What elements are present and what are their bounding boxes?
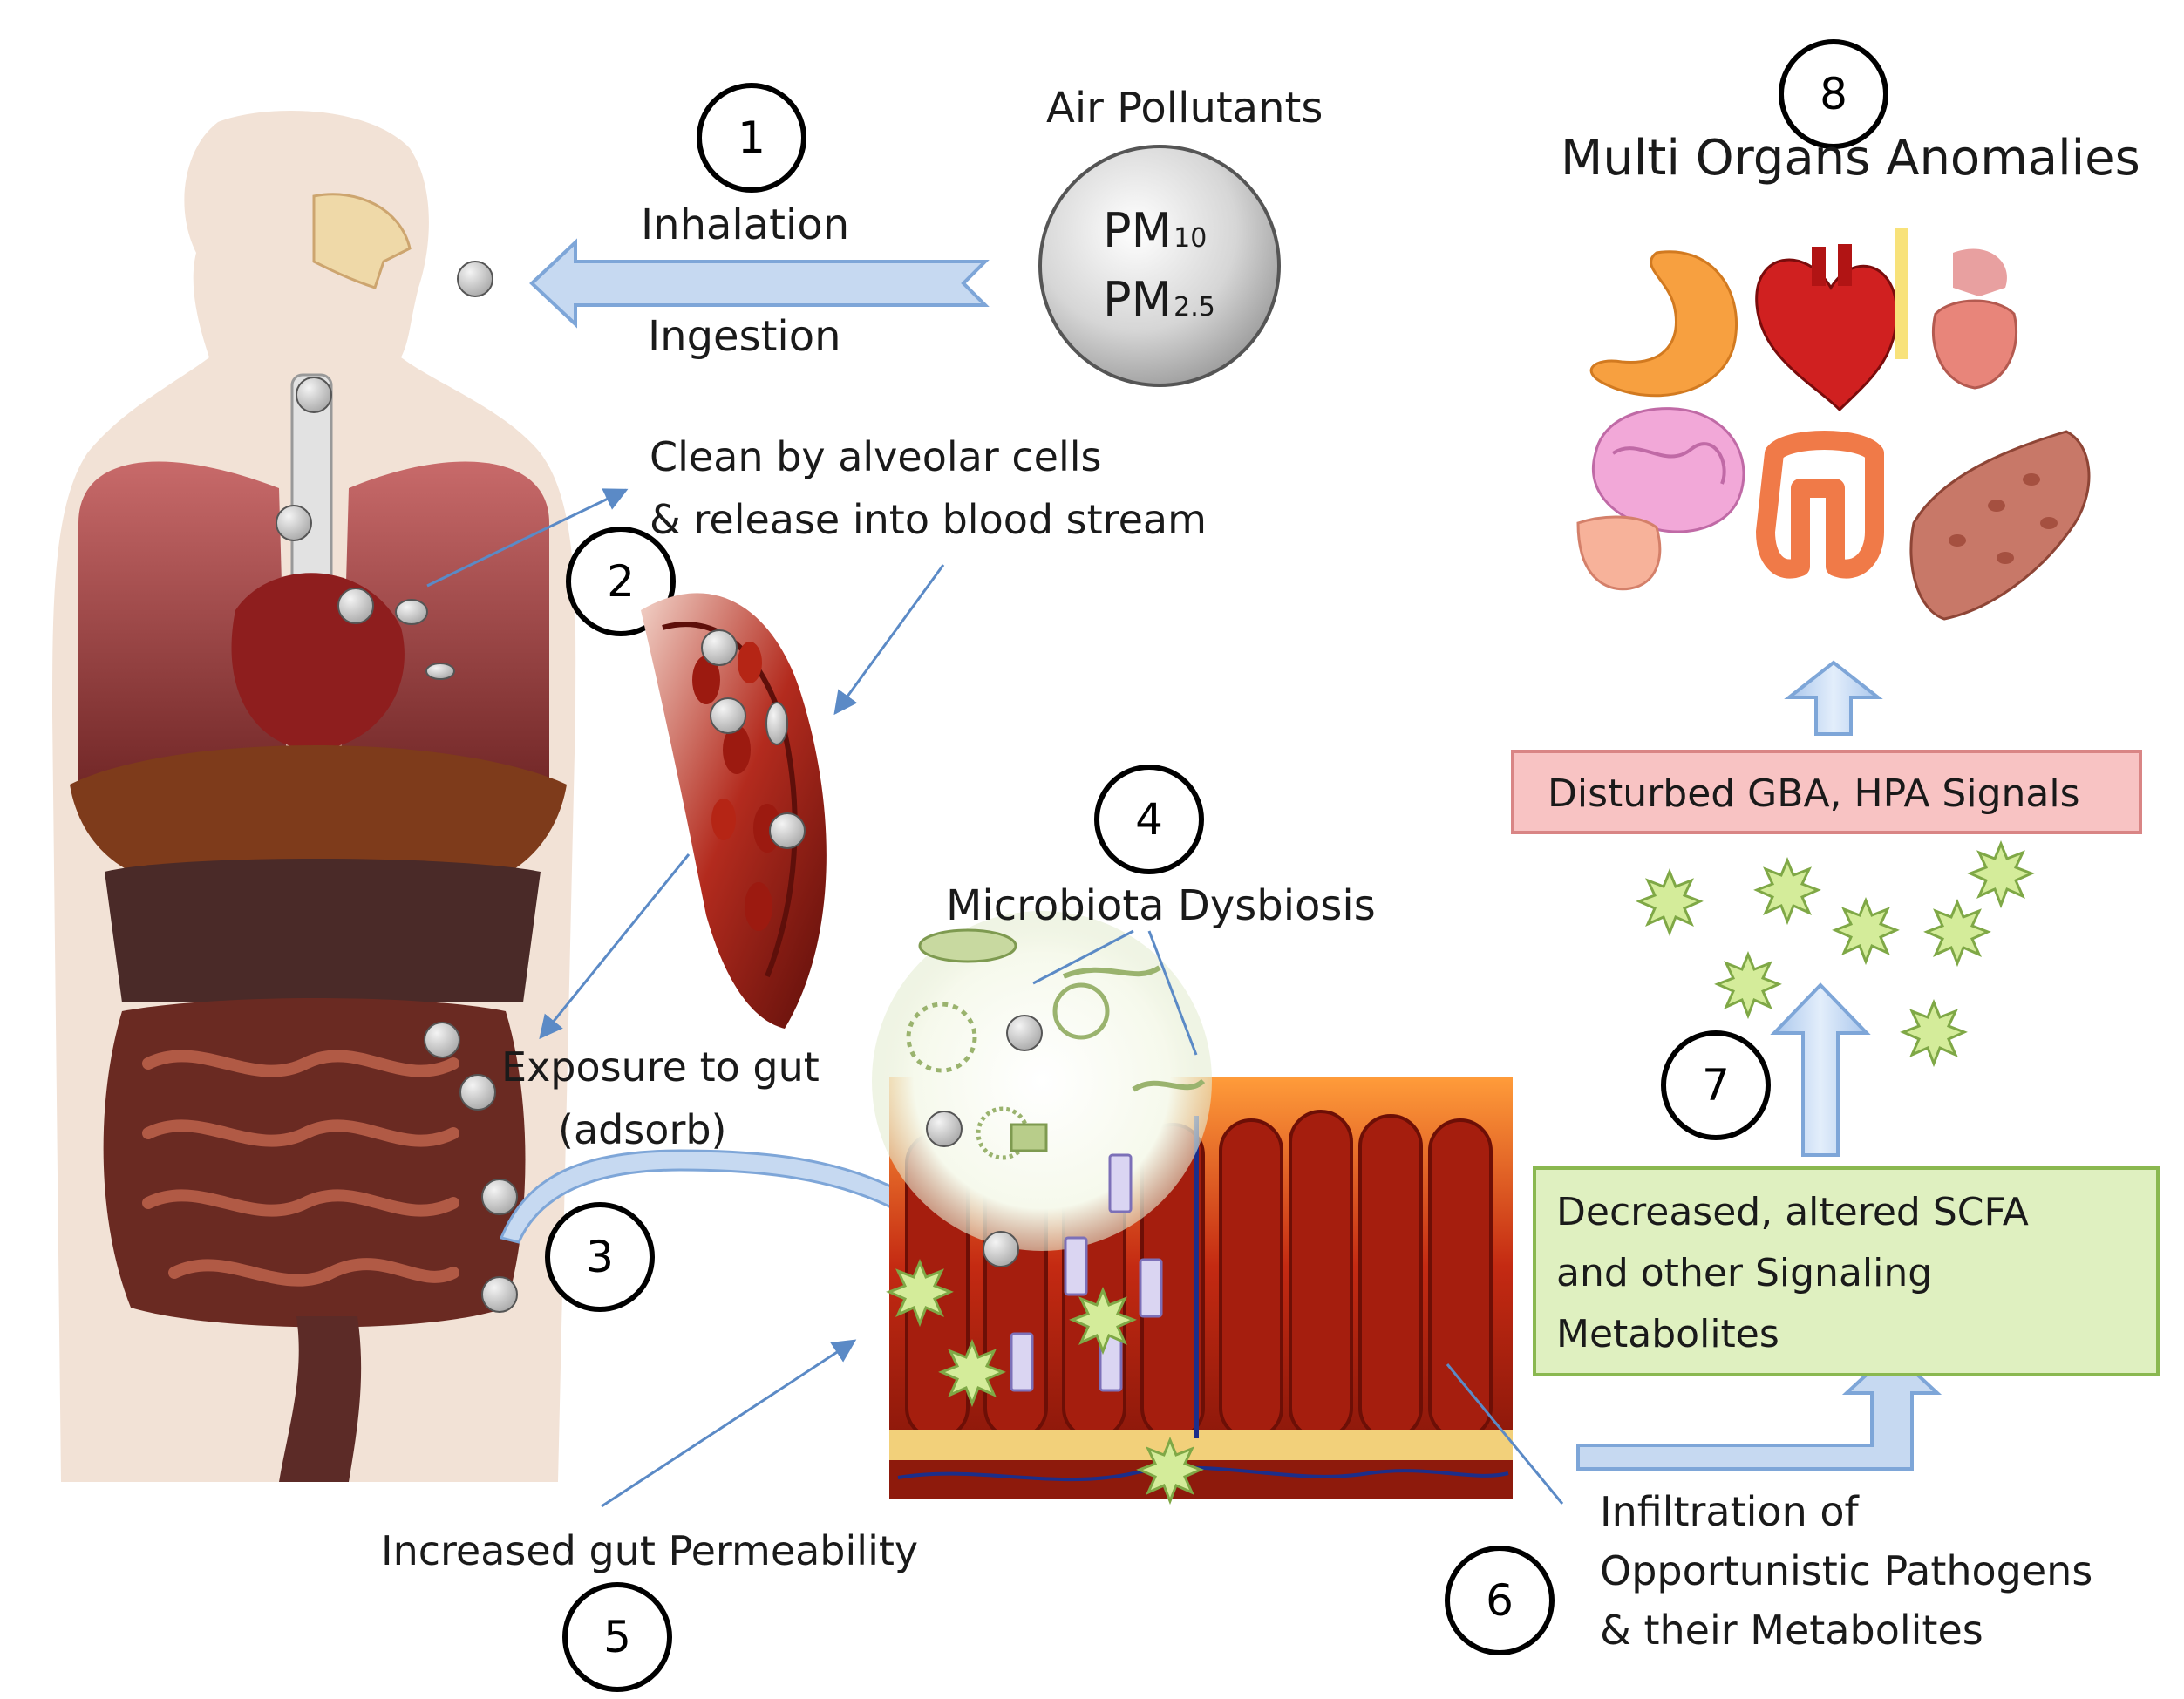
intestine-icon — [1756, 431, 1884, 579]
translocated-pathogens — [1010, 1153, 1163, 1392]
step-1-number: 1 — [738, 112, 765, 163]
particles-body — [276, 261, 518, 1313]
step-6-circle — [1445, 1546, 1555, 1655]
air-pollutants-label: Air Pollutants — [1046, 84, 1323, 133]
label-to-vessel-arrow — [833, 564, 945, 716]
vessel-to-gut-arrow — [539, 853, 691, 1040]
particles-gut — [926, 1015, 1043, 1267]
step-7-circle — [1661, 1030, 1771, 1140]
disturbed-gba-box — [1511, 750, 2142, 834]
heart-icon — [1755, 244, 1898, 412]
step-4-circle — [1094, 765, 1204, 874]
clean-alveolar-label-line1: Clean by alveolar cells — [650, 433, 1101, 480]
step-7-number: 7 — [1702, 1060, 1730, 1111]
step-8-number: 8 — [1820, 69, 1847, 119]
liver-icon — [1909, 430, 2091, 621]
infiltration-label-line3: & their Metabolites — [1600, 1607, 1983, 1654]
signaling-metabolite-stars — [1636, 840, 2035, 1068]
exposure-label-line2: (adsorb) — [558, 1106, 727, 1153]
step-2-number: 2 — [607, 556, 635, 607]
gut-metabolite-stars — [886, 1259, 1204, 1505]
gba-to-organs-arrow — [1784, 660, 1883, 736]
pm-particle-circle — [1038, 145, 1281, 387]
pm25-label: PM2.5 — [1103, 272, 1215, 327]
step-6-number: 6 — [1486, 1575, 1514, 1626]
human-body-illustration — [52, 110, 576, 1483]
pm10-label: PM10 — [1103, 203, 1207, 258]
inhalation-arrow — [529, 238, 990, 329]
exposure-label-line1: Exposure to gut — [501, 1043, 820, 1091]
scfa-label-line3: Metabolites — [1556, 1312, 1779, 1356]
infiltration-label-line2: Opportunistic Pathogens — [1600, 1547, 2092, 1594]
step-4-number: 4 — [1135, 794, 1163, 845]
scfa-label-line2: and other Signaling — [1556, 1251, 1932, 1295]
ingestion-label: Ingestion — [648, 312, 841, 361]
step-8-circle — [1779, 39, 1888, 149]
step-3-circle — [545, 1202, 655, 1312]
lung-to-label-arrow — [426, 488, 629, 588]
brain-icon — [1591, 407, 1745, 533]
step-1-circle — [697, 83, 806, 193]
increased-permeability-label: Increased gut Permeability — [381, 1527, 918, 1574]
step-5-number: 5 — [603, 1612, 631, 1662]
step-5-circle — [562, 1582, 672, 1692]
scfa-label-line1: Decreased, altered SCFA — [1556, 1190, 2029, 1234]
scfa-metabolites-box — [1533, 1166, 2160, 1376]
clean-alveolar-label-line2: & release into blood stream — [650, 496, 1207, 543]
inhalation-label: Inhalation — [641, 200, 849, 249]
pancreas-icon — [1576, 515, 1662, 591]
multi-organs-label: Multi Organs Anomalies — [1561, 130, 2140, 187]
infiltration-pointer — [1446, 1363, 1564, 1505]
infiltration-label-line1: Infiltration of — [1600, 1488, 1860, 1535]
stomach-icon — [1589, 250, 1738, 398]
scfa-to-gba-arrow — [1770, 982, 1871, 1157]
microbiota-pointer-2 — [1147, 930, 1198, 1056]
permeability-arrow — [601, 1339, 857, 1508]
disturbed-gba-label: Disturbed GBA, HPA Signals — [1548, 771, 2080, 816]
particles-vessel — [701, 629, 806, 849]
microbiota-dysbiosis-label: Microbiota Dysbiosis — [946, 881, 1376, 930]
organs-illustration — [1576, 228, 2091, 621]
step-3-number: 3 — [586, 1232, 614, 1282]
microbiota-pointer-1 — [1032, 929, 1134, 985]
thyroid-icon — [1895, 228, 2018, 390]
